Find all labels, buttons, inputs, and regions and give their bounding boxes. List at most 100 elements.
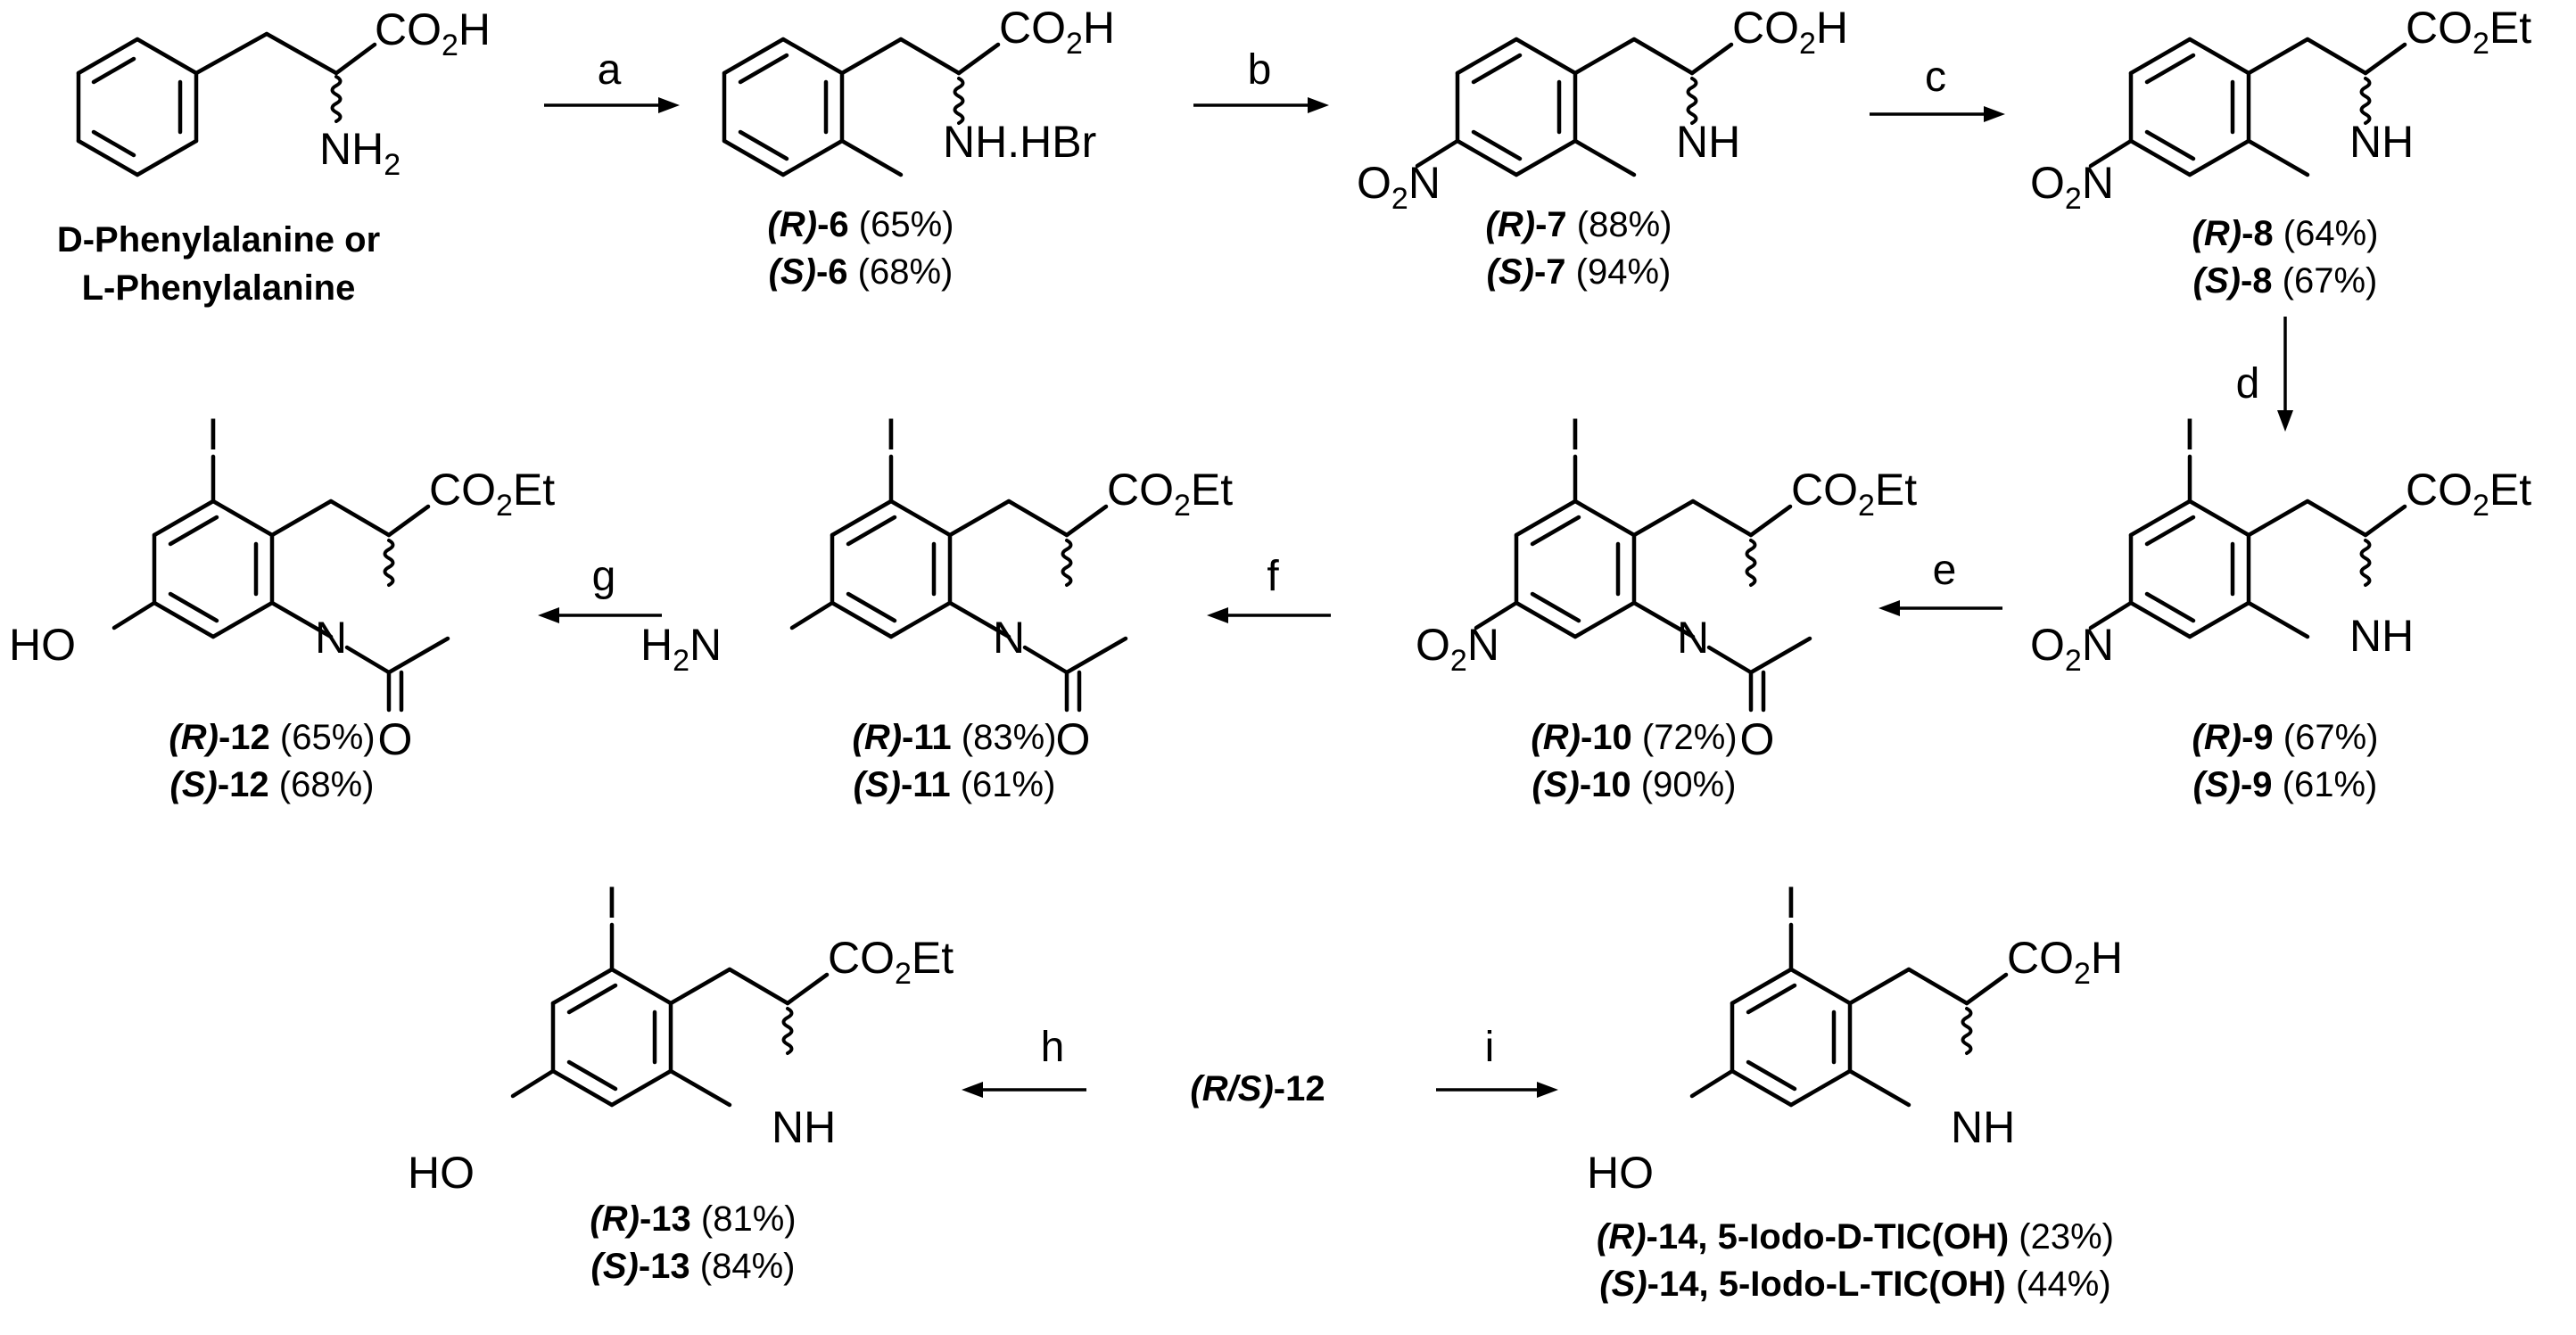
- svg-text:CO2Et: CO2Et: [828, 933, 954, 991]
- compound-11-structure: CO2Et N O I H2N: [640, 409, 1233, 764]
- yield-s: (67%): [2283, 261, 2378, 301]
- yield-s: (61%): [2283, 765, 2378, 804]
- compound-number: -8: [2241, 261, 2273, 301]
- atom-subscript: 2: [1391, 182, 1408, 216]
- atom-label: Et: [2489, 3, 2531, 53]
- compound-6-structure: CO2H NH.HBr: [724, 3, 1115, 175]
- atom-label: O: [1740, 714, 1775, 764]
- compound-number: -8: [2242, 214, 2274, 253]
- stereo-r: R: [2204, 214, 2230, 253]
- compound-8-structure: CO2Et NH O2N: [2030, 3, 2531, 216]
- svg-text:(R)-6 (65%): (R)-6 (65%): [768, 205, 954, 244]
- svg-text:(S)-14, 5-Iodo-L-TIC(OH) (44%): (S)-14, 5-Iodo-L-TIC(OH) (44%): [1599, 1265, 2110, 1304]
- reaction-arrow-g: g: [538, 553, 662, 623]
- atom-label: CO: [1732, 3, 1799, 53]
- svg-text:(S)-11 (61%): (S)-11 (61%): [854, 765, 1056, 804]
- atom-label: I: [1785, 878, 1797, 927]
- svg-text:O2N: O2N: [2030, 620, 2114, 678]
- compound-6-label: (R)-6 (65%) (S)-6 (68%): [768, 205, 954, 292]
- reaction-arrow-b: b: [1193, 46, 1329, 113]
- atom-label: N: [2082, 158, 2114, 208]
- atom-subscript: 2: [2473, 27, 2489, 61]
- atom-label: O: [1357, 158, 1391, 208]
- start-material-label-2: L-Phenylalanine: [82, 268, 356, 308]
- racemate-stereo: R/S: [1202, 1069, 1262, 1108]
- start-material-label-1: D-Phenylalanine or: [57, 220, 380, 260]
- compound-number: -14: [1647, 1217, 1699, 1257]
- step-label-c: c: [1925, 54, 1946, 101]
- atom-label: N: [1677, 613, 1709, 663]
- yield-r: (81%): [701, 1199, 797, 1239]
- yield-r: (72%): [1642, 718, 1738, 757]
- svg-text:(S)-9 (61%): (S)-9 (61%): [2193, 765, 2378, 804]
- atom-label: N: [993, 613, 1025, 663]
- svg-text:O2N: O2N: [1357, 158, 1441, 216]
- svg-text:O2N: O2N: [2030, 158, 2114, 216]
- atom-label: N: [315, 613, 347, 663]
- svg-text:CO2H: CO2H: [375, 4, 491, 62]
- svg-text:(S)-8 (67%): (S)-8 (67%): [2193, 261, 2378, 301]
- stereo-s: S: [182, 765, 206, 804]
- atom-subscript: 2: [2473, 489, 2489, 523]
- atom-subscript: 2: [673, 644, 689, 678]
- stereo-r: R: [1498, 205, 1523, 244]
- step-label-h: h: [1041, 1024, 1065, 1071]
- svg-text:H2N: H2N: [640, 620, 722, 678]
- stereo-s: S: [603, 1247, 627, 1286]
- compound-number: -12: [218, 765, 269, 804]
- compound-9-structure: CO2Et NH I O2N: [2030, 409, 2531, 678]
- atom-label: H: [640, 620, 673, 670]
- compound-number: -7: [1535, 205, 1567, 244]
- stereo-s: S: [865, 765, 889, 804]
- yield-s: (94%): [1576, 252, 1672, 292]
- compound-7-structure: CO2H NH O2N: [1357, 3, 1848, 216]
- compound-number: -6: [816, 252, 848, 292]
- atom-label: HO: [1587, 1148, 1654, 1198]
- yield-r: (65%): [280, 718, 376, 757]
- svg-text:CO2Et: CO2Et: [2406, 3, 2531, 61]
- atom-label: NH: [1676, 117, 1740, 167]
- stereo-s: S: [2205, 261, 2229, 301]
- compound-number: -9: [2241, 765, 2273, 804]
- svg-text:(R)-13 (81%): (R)-13 (81%): [590, 1199, 796, 1239]
- atom-subscript: 2: [895, 957, 912, 991]
- atom-label: HO: [9, 620, 76, 670]
- svg-text:(R)-10 (72%): (R)-10 (72%): [1531, 718, 1737, 757]
- compound-number: -7: [1534, 252, 1566, 292]
- atom-label: Et: [1875, 465, 1917, 515]
- atom-label: N: [1467, 620, 1499, 670]
- compound-12-structure: CO2Et N O I HO: [9, 409, 555, 764]
- atom-label: O: [1416, 620, 1450, 670]
- atom-label: N: [2082, 620, 2114, 670]
- step-label-g: g: [592, 553, 616, 600]
- reaction-arrow-d: d: [2236, 317, 2293, 432]
- svg-text:CO2Et: CO2Et: [1107, 465, 1233, 523]
- svg-text:(S)-12 (68%): (S)-12 (68%): [170, 765, 375, 804]
- compound-number: -13: [640, 1199, 691, 1239]
- atom-label: O: [2030, 620, 2065, 670]
- atom-label: CO: [1107, 465, 1174, 515]
- atom-label: CO: [828, 933, 895, 983]
- atom-subscript: 2: [1174, 489, 1191, 523]
- step-label-d: d: [2236, 360, 2260, 408]
- compound-number: -10: [1581, 718, 1632, 757]
- svg-text:(S)-10 (90%): (S)-10 (90%): [1532, 765, 1737, 804]
- stereo-s: S: [1499, 252, 1523, 292]
- yield-r: (64%): [2283, 214, 2379, 253]
- atom-label: I: [1569, 409, 1581, 459]
- compound-number: -12: [219, 718, 270, 757]
- yield-s: (61%): [961, 765, 1056, 804]
- compound-14-label: (R)-14, 5-Iodo-D-TIC(OH) (23%) (S)-14, 5…: [1597, 1217, 2114, 1304]
- compound-number: -6: [817, 205, 849, 244]
- compound-9-label: (R)-9 (67%) (S)-9 (61%): [2192, 718, 2379, 804]
- svg-text:(R)-7 (88%): (R)-7 (88%): [1486, 205, 1672, 244]
- compound-name-r: , 5-Iodo-D-TIC(OH): [1697, 1217, 2009, 1257]
- step-label-e: e: [1933, 547, 1957, 594]
- atom-label: I: [2184, 409, 2196, 459]
- stereo-r: R: [780, 205, 805, 244]
- stereo-s: S: [780, 252, 805, 292]
- stereo-s: S: [1612, 1265, 1636, 1304]
- compound-10-label: (R)-10 (72%) (S)-10 (90%): [1531, 718, 1737, 804]
- compound-number: -11: [901, 765, 951, 804]
